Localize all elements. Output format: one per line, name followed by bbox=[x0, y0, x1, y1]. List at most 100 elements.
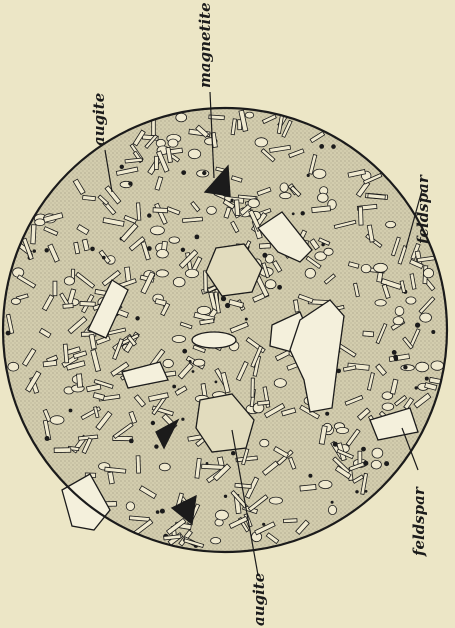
groundmass-oval bbox=[280, 193, 291, 199]
groundmass-dot bbox=[425, 377, 429, 381]
groundmass-dot bbox=[181, 418, 184, 421]
groundmass-dot bbox=[415, 323, 420, 328]
groundmass-oval bbox=[395, 307, 404, 316]
groundmass-dot bbox=[192, 370, 195, 373]
groundmass-dot bbox=[221, 296, 226, 301]
groundmass-oval bbox=[374, 263, 388, 272]
groundmass-dot bbox=[393, 355, 398, 360]
groundmass-dot bbox=[245, 318, 248, 321]
groundmass-oval bbox=[401, 365, 415, 371]
groundmass-lath bbox=[153, 208, 168, 213]
groundmass-dot bbox=[307, 174, 310, 177]
groundmass-oval bbox=[386, 221, 396, 227]
groundmass-dot bbox=[392, 350, 397, 355]
groundmass-oval bbox=[372, 448, 383, 458]
groundmass-oval bbox=[245, 112, 253, 118]
groundmass-oval bbox=[423, 268, 433, 277]
groundmass-dot bbox=[135, 316, 139, 320]
label-feldspar-top: feldspar bbox=[414, 174, 432, 245]
groundmass-lath bbox=[136, 203, 140, 220]
groundmass-dot bbox=[292, 212, 295, 215]
groundmass-lath bbox=[53, 281, 57, 296]
groundmass-oval bbox=[248, 199, 259, 208]
groundmass-dot bbox=[154, 444, 158, 448]
groundmass-oval bbox=[64, 277, 74, 285]
groundmass-dot bbox=[69, 409, 73, 413]
groundmass-oval bbox=[169, 237, 180, 243]
groundmass-oval bbox=[163, 359, 173, 367]
groundmass-oval bbox=[159, 463, 170, 471]
groundmass-oval bbox=[420, 313, 432, 322]
label-augite-top: augite bbox=[90, 93, 108, 146]
groundmass-oval bbox=[305, 268, 315, 278]
groundmass-oval bbox=[126, 502, 134, 511]
groundmass-dot bbox=[415, 386, 418, 389]
groundmass-oval bbox=[168, 139, 178, 147]
groundmass-dot bbox=[331, 144, 336, 149]
groundmass-oval bbox=[197, 306, 211, 314]
feldspar-crystal bbox=[192, 332, 236, 348]
groundmass-dot bbox=[325, 412, 329, 416]
groundmass-lath bbox=[259, 243, 270, 248]
groundmass-lath bbox=[258, 401, 270, 406]
groundmass-lath bbox=[300, 484, 316, 491]
groundmass-dot bbox=[181, 248, 185, 252]
groundmass-oval bbox=[176, 113, 187, 122]
groundmass-oval bbox=[255, 138, 268, 147]
groundmass-dot bbox=[120, 165, 124, 169]
groundmass-lath bbox=[283, 519, 297, 523]
groundmass-dot bbox=[361, 447, 366, 452]
groundmass-dot bbox=[129, 439, 134, 444]
groundmass-oval bbox=[173, 277, 185, 286]
groundmass-oval bbox=[324, 248, 333, 255]
groundmass-dot bbox=[319, 144, 324, 149]
groundmass-dot bbox=[301, 211, 305, 215]
groundmass-dot bbox=[202, 171, 206, 175]
groundmass-dot bbox=[6, 331, 11, 336]
groundmass-oval bbox=[274, 379, 286, 388]
groundmass-dot bbox=[331, 501, 334, 504]
groundmass-lath bbox=[154, 156, 158, 169]
groundmass-oval bbox=[319, 480, 332, 488]
groundmass-oval bbox=[375, 300, 386, 306]
groundmass-lath bbox=[358, 207, 363, 225]
groundmass-lath bbox=[54, 448, 71, 453]
groundmass-dot bbox=[147, 213, 151, 217]
groundmass-dot bbox=[333, 442, 338, 447]
label-feldspar-bottom: feldspar bbox=[410, 486, 428, 557]
label-magnetite: magnetite bbox=[196, 2, 214, 88]
groundmass-oval bbox=[318, 193, 329, 202]
groundmass-oval bbox=[336, 427, 348, 433]
groundmass-oval bbox=[361, 264, 371, 272]
groundmass-oval bbox=[313, 169, 326, 178]
groundmass-dot bbox=[231, 451, 235, 455]
groundmass-dot bbox=[224, 495, 227, 498]
groundmass-oval bbox=[8, 362, 19, 371]
groundmass-lath bbox=[80, 301, 95, 306]
groundmass-lath bbox=[363, 331, 374, 337]
groundmass-lath bbox=[202, 464, 224, 469]
groundmass-dot bbox=[363, 461, 368, 466]
groundmass-dot bbox=[151, 421, 155, 425]
groundmass-dot bbox=[262, 253, 267, 258]
groundmass-dot bbox=[195, 235, 200, 240]
groundmass-oval bbox=[371, 460, 381, 469]
groundmass-oval bbox=[215, 510, 228, 520]
groundmass-dot bbox=[365, 490, 368, 493]
groundmass-dot bbox=[277, 285, 282, 290]
groundmass-oval bbox=[393, 317, 404, 325]
groundmass-lath bbox=[31, 225, 36, 244]
groundmass-oval bbox=[157, 249, 169, 258]
groundmass-dot bbox=[403, 365, 407, 369]
groundmass-dot bbox=[231, 199, 234, 202]
groundmass-oval bbox=[172, 336, 185, 343]
groundmass-dot bbox=[384, 461, 389, 466]
groundmass-dot bbox=[431, 330, 435, 334]
groundmass-oval bbox=[188, 149, 200, 159]
groundmass-dot bbox=[128, 181, 132, 185]
groundmass-oval bbox=[328, 505, 336, 514]
groundmass-oval bbox=[280, 183, 288, 192]
groundmass-oval bbox=[265, 280, 276, 289]
groundmass-oval bbox=[269, 497, 282, 504]
